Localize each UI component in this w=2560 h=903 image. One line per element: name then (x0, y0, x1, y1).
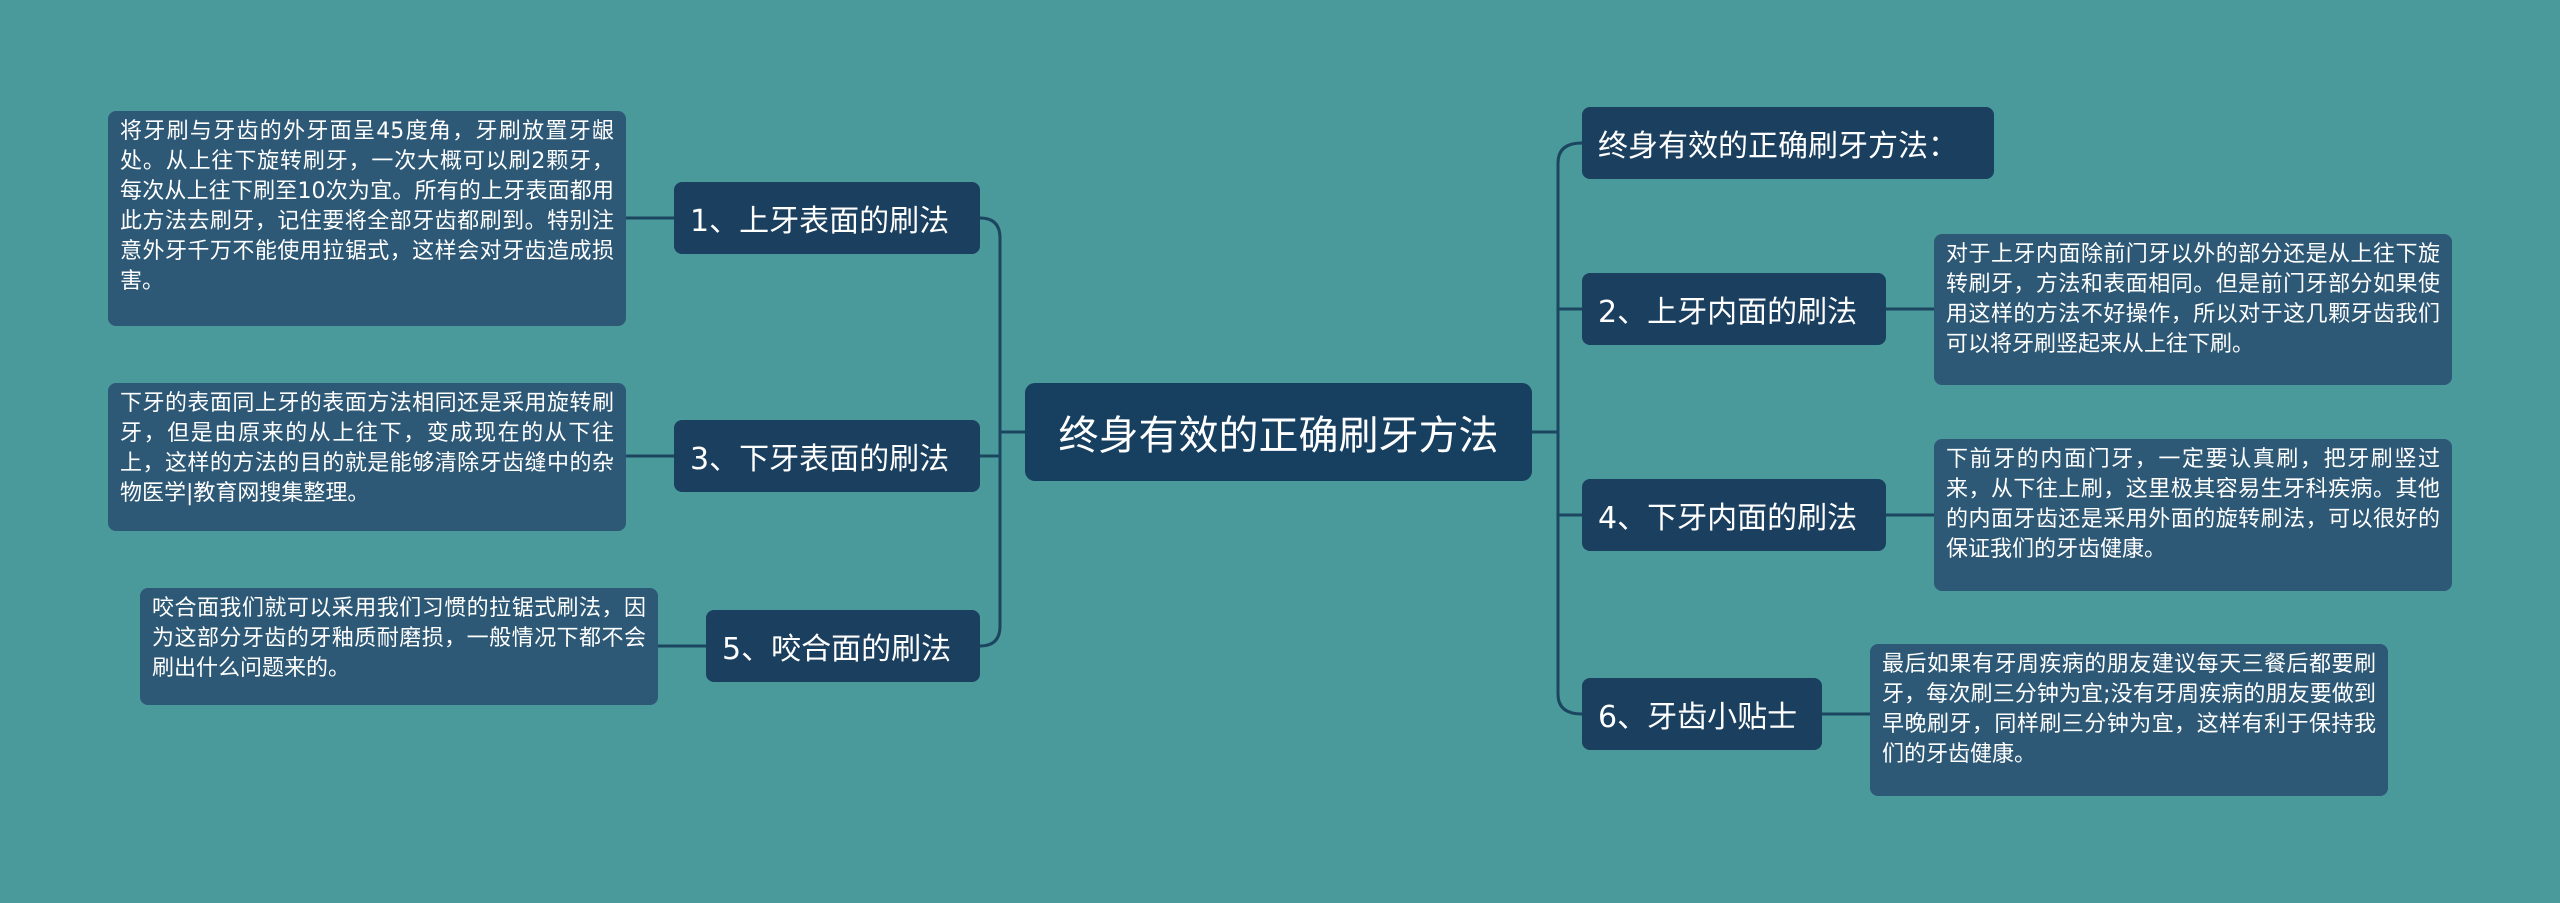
note-dental-tips[interactable]: 最后如果有牙周疾病的朋友建议每天三餐后都要刷牙，每次刷三分钟为宜;没有牙周疾病的… (1870, 644, 2388, 796)
note-occlusal-brushing[interactable]: 咬合面我们就可以采用我们习惯的拉锯式刷法，因为这部分牙齿的牙釉质耐磨损，一般情况… (140, 588, 658, 705)
branch-label: 终身有效的正确刷牙方法： (1598, 129, 1958, 164)
branch-label: 1、上牙表面的刷法 (690, 204, 950, 239)
note-text: 下牙的表面同上牙的表面方法相同还是采用旋转刷牙，但是由原来的从上往下，变成现在的… (120, 391, 614, 506)
branch-label: 2、上牙内面的刷法 (1598, 295, 1858, 330)
note-text: 将牙刷与牙齿的外牙面呈45度角，牙刷放置牙龈处。从上往下旋转刷牙，一次大概可以刷… (120, 119, 614, 294)
branch-dental-tips[interactable]: 6、牙齿小贴士 (1582, 678, 1822, 750)
connector-left-trunk (979, 216, 1002, 648)
branch-occlusal-brushing[interactable]: 5、咬合面的刷法 (706, 610, 980, 682)
note-lower-inner-brushing[interactable]: 下前牙的内面门牙，一定要认真刷，把牙刷竖过来，从下往上刷，这里极其容易生牙科疾病… (1934, 439, 2452, 591)
branch-lower-outer-brushing[interactable]: 3、下牙表面的刷法 (674, 420, 980, 492)
note-text: 对于上牙内面除前门牙以外的部分还是从上往下旋转刷牙，方法和表面相同。但是前门牙部… (1946, 242, 2440, 357)
note-text: 最后如果有牙周疾病的朋友建议每天三餐后都要刷牙，每次刷三分钟为宜;没有牙周疾病的… (1882, 652, 2376, 767)
root-topic-label: 终身有效的正确刷牙方法 (1058, 413, 1499, 459)
note-text: 咬合面我们就可以采用我们习惯的拉锯式刷法，因为这部分牙齿的牙釉质耐磨损，一般情况… (152, 596, 646, 681)
note-upper-inner-brushing[interactable]: 对于上牙内面除前门牙以外的部分还是从上往下旋转刷牙，方法和表面相同。但是前门牙部… (1934, 234, 2452, 385)
branch-upper-inner-brushing[interactable]: 2、上牙内面的刷法 (1582, 273, 1886, 345)
branch-lower-inner-brushing[interactable]: 4、下牙内面的刷法 (1582, 479, 1886, 551)
connector-right-trunk (1556, 141, 1583, 716)
root-topic[interactable]: 终身有效的正确刷牙方法 (1025, 383, 1532, 481)
note-lower-outer-brushing[interactable]: 下牙的表面同上牙的表面方法相同还是采用旋转刷牙，但是由原来的从上往下，变成现在的… (108, 383, 626, 531)
branch-label: 4、下牙内面的刷法 (1598, 501, 1858, 536)
branch-method-heading[interactable]: 终身有效的正确刷牙方法： (1582, 107, 1994, 179)
branch-upper-outer-brushing[interactable]: 1、上牙表面的刷法 (674, 182, 980, 254)
branch-label: 3、下牙表面的刷法 (690, 442, 950, 477)
note-upper-outer-brushing[interactable]: 将牙刷与牙齿的外牙面呈45度角，牙刷放置牙龈处。从上往下旋转刷牙，一次大概可以刷… (108, 111, 626, 326)
branch-label: 6、牙齿小贴士 (1598, 700, 1798, 735)
branch-label: 5、咬合面的刷法 (722, 632, 952, 667)
note-text: 下前牙的内面门牙，一定要认真刷，把牙刷竖过来，从下往上刷，这里极其容易生牙科疾病… (1946, 447, 2440, 562)
